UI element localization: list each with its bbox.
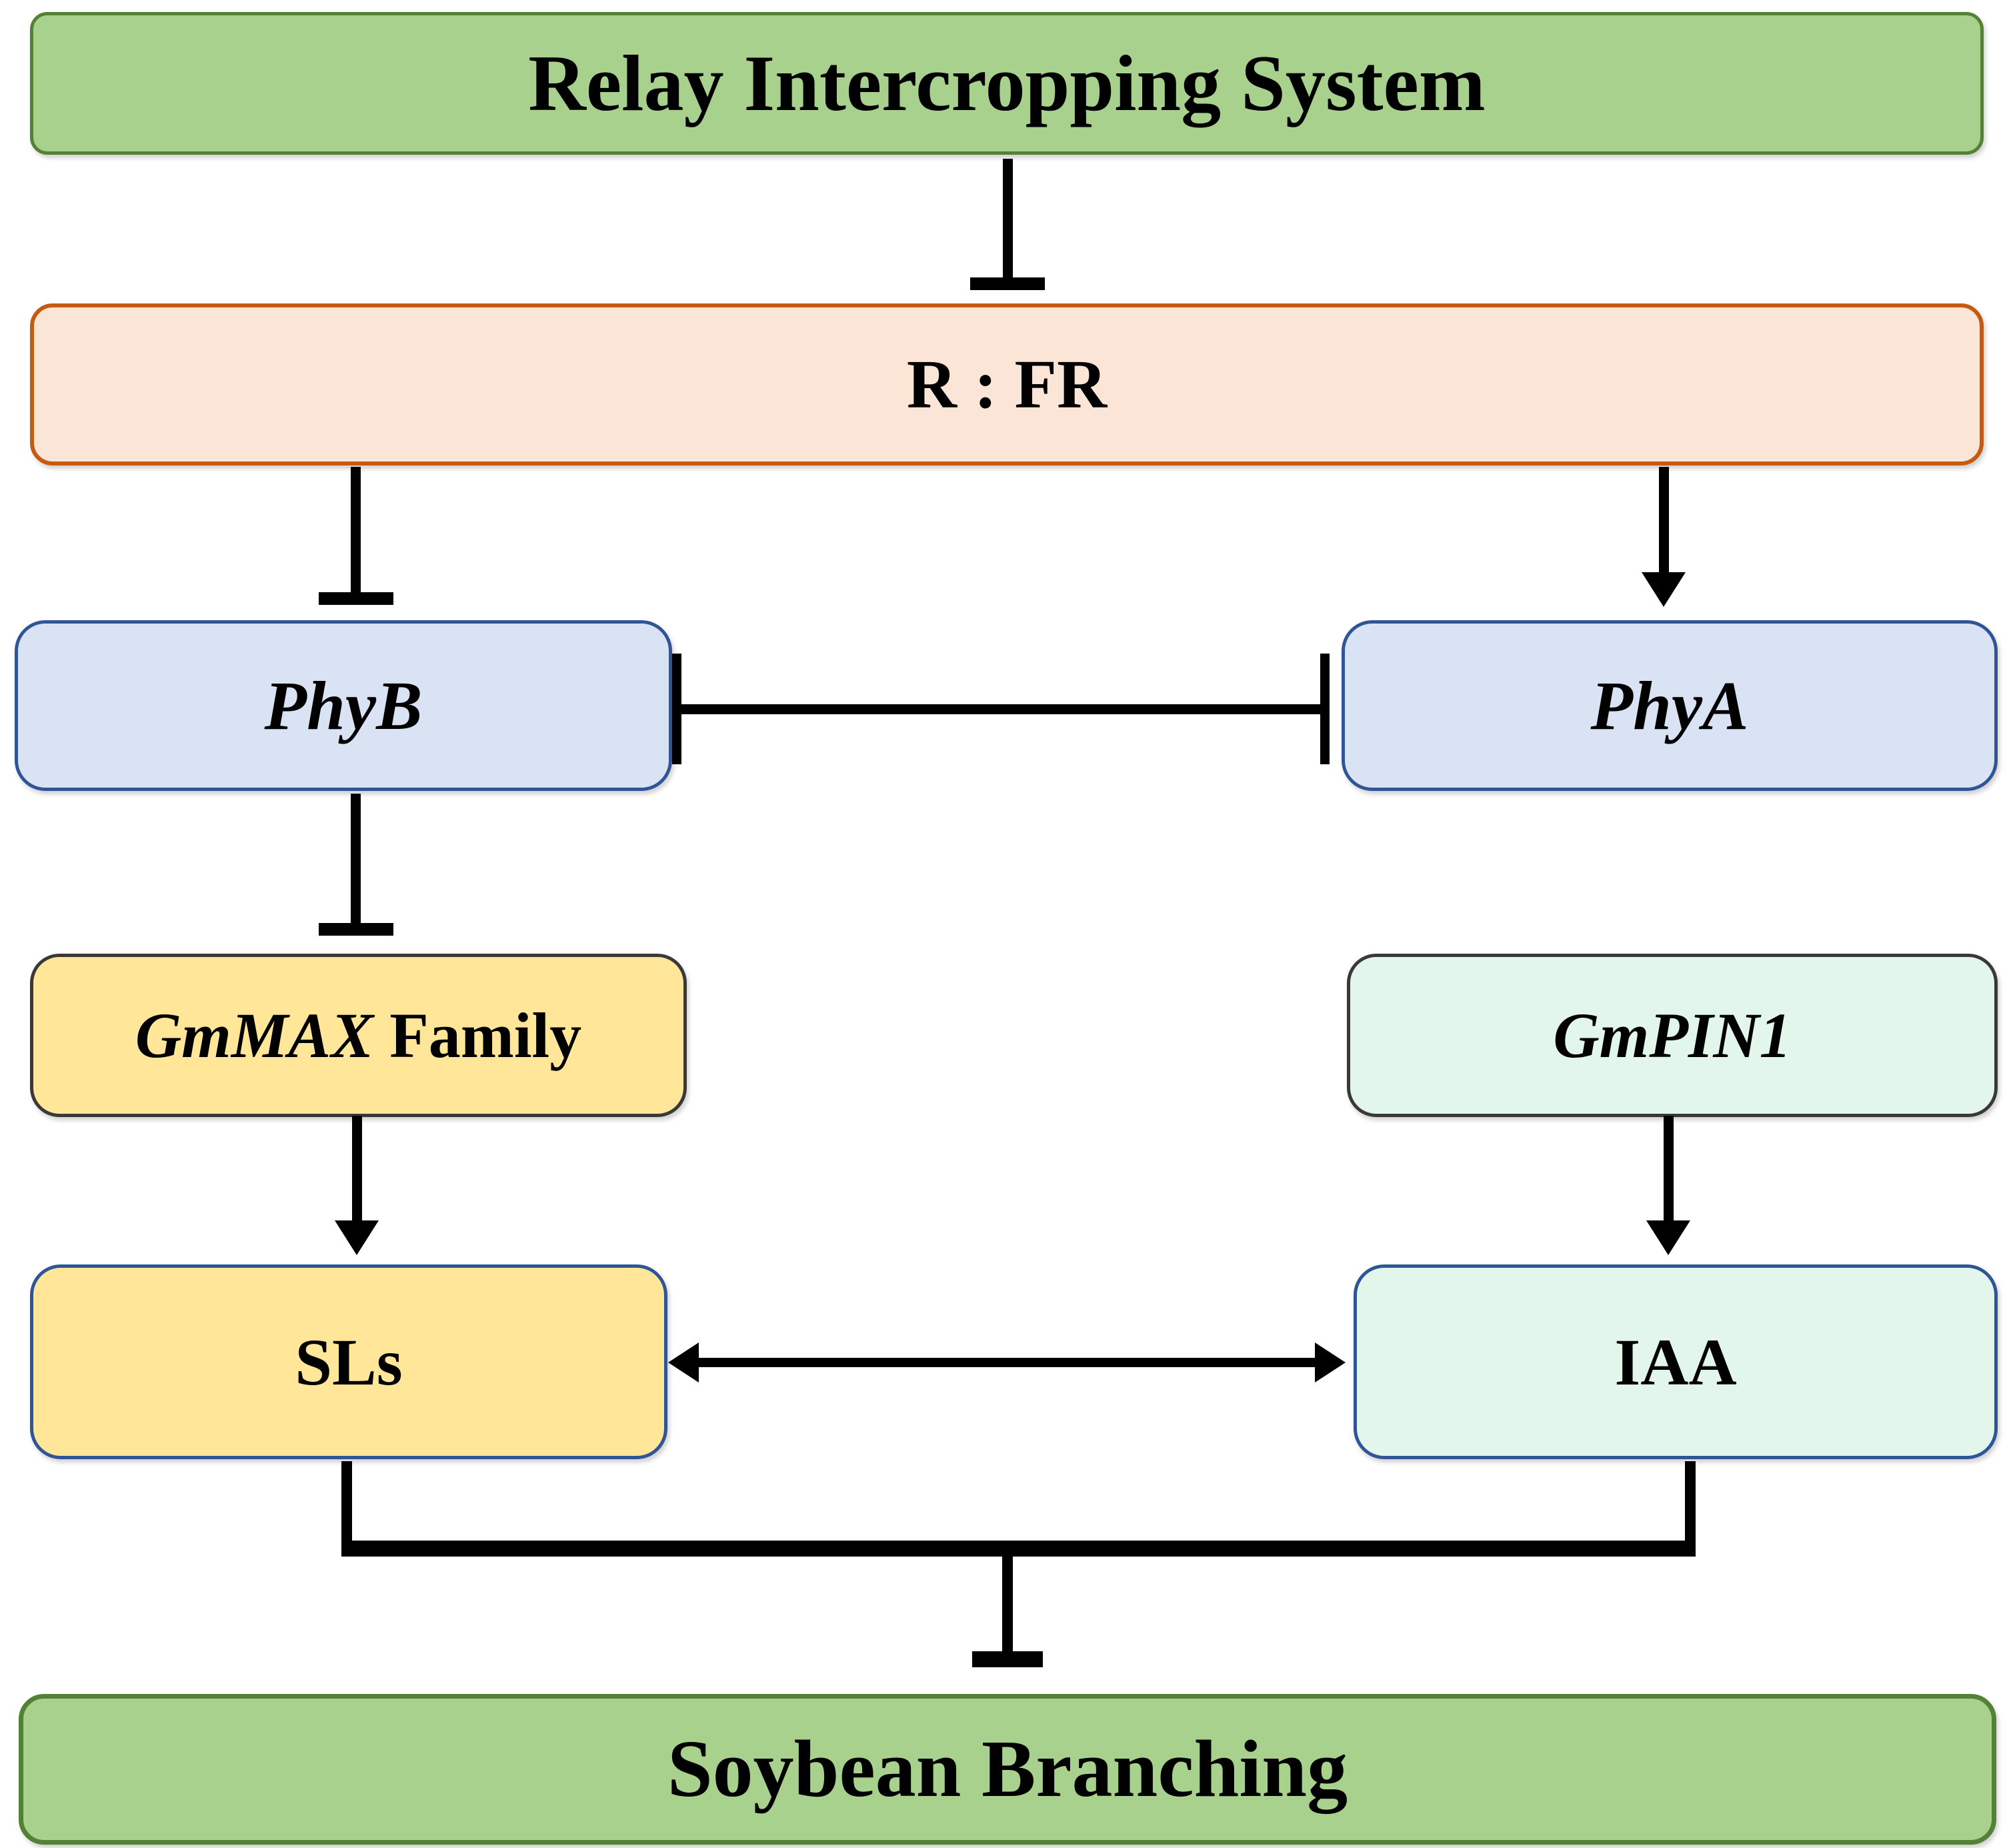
activation-line xyxy=(1659,467,1669,575)
inhibition-tbar-icon xyxy=(672,654,681,764)
arrowhead-down-icon xyxy=(1646,1220,1690,1255)
node-phyb: PhyB xyxy=(15,620,672,791)
arrowhead-right-icon xyxy=(1315,1342,1346,1382)
node-phyb-label: PhyB xyxy=(264,667,423,744)
inhibition-line xyxy=(351,467,361,594)
node-relay-intercropping-system: Relay Intercropping System xyxy=(30,12,1984,155)
node-gmpin1-label: GmPIN1 xyxy=(1553,1000,1792,1071)
node-sls: SLs xyxy=(30,1264,667,1459)
inhibition-tbar-icon xyxy=(319,923,393,936)
node-gmpin1: GmPIN1 xyxy=(1347,954,1998,1117)
mutual-inhibition-line xyxy=(680,704,1322,714)
node-soybean-branching-label: Soybean Branching xyxy=(667,1724,1348,1814)
node-phya: PhyA xyxy=(1342,620,1998,791)
inhibition-line xyxy=(1003,159,1013,279)
inhibition-line xyxy=(351,794,361,924)
bidirectional-line xyxy=(691,1358,1323,1367)
inhibition-tbar-icon xyxy=(1320,654,1330,764)
node-gmmax-family: GmMAX Family xyxy=(30,954,687,1117)
arrowhead-down-icon xyxy=(1642,572,1686,607)
gmmax-family-word: Family xyxy=(373,1000,582,1071)
iaa-drop-line xyxy=(1685,1461,1696,1551)
node-sls-label: SLs xyxy=(295,1324,403,1399)
sls-drop-line xyxy=(341,1461,352,1551)
inhibition-tbar-icon xyxy=(319,592,393,605)
node-gmmax-family-label: GmMAX Family xyxy=(135,998,581,1072)
inhibition-tbar-icon xyxy=(970,277,1045,290)
inhibition-line xyxy=(1002,1557,1013,1655)
arrowhead-down-icon xyxy=(335,1220,379,1255)
gmmax-gene-name: GmMAX xyxy=(135,1000,374,1071)
node-iaa-label: IAA xyxy=(1614,1324,1737,1399)
activation-line xyxy=(1664,1116,1674,1222)
inhibition-tbar-icon xyxy=(972,1651,1043,1667)
activation-line xyxy=(352,1116,362,1222)
node-iaa: IAA xyxy=(1354,1264,1998,1459)
node-soybean-branching: Soybean Branching xyxy=(19,1694,1996,1845)
node-phya-label: PhyA xyxy=(1590,667,1749,744)
node-relay-intercropping-system-label: Relay Intercropping System xyxy=(528,39,1486,127)
node-r-fr-ratio: R : FR xyxy=(30,303,1984,466)
junction-line xyxy=(341,1541,1696,1557)
node-r-fr-ratio-label: R : FR xyxy=(906,346,1108,423)
